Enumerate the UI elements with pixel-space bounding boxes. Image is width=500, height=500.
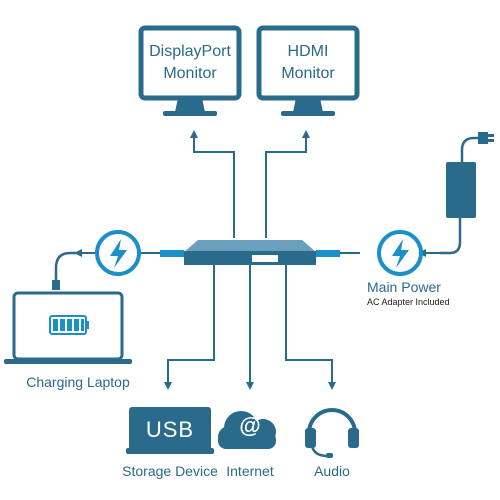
power-connection	[316, 218, 462, 257]
monitor-label-line2: Monitor	[281, 65, 335, 82]
docking-station-icon	[184, 240, 316, 265]
internet-label: Internet	[226, 463, 274, 479]
laptop-battery-icon	[4, 291, 132, 364]
power-adapter-icon	[446, 132, 494, 218]
audio-label: Audio	[314, 463, 350, 479]
displayport-monitor-label: DisplayPort Monitor	[141, 41, 239, 85]
charging-laptop-label: Charging Laptop	[26, 374, 130, 390]
lightning-bolt-icon	[377, 230, 423, 276]
headset-icon	[305, 408, 359, 458]
storage-device-label: Storage Device	[122, 463, 218, 479]
usb-drive-icon	[126, 407, 214, 454]
monitor-label-line2: Monitor	[163, 65, 217, 82]
lightning-bolt-icon	[95, 230, 141, 276]
monitor-connection-lines	[190, 130, 310, 238]
bottom-connection-lines	[164, 265, 336, 390]
monitor-label-line1: HDMI	[287, 43, 329, 60]
at-icon-text: @	[239, 413, 261, 438]
hdmi-monitor-icon	[256, 25, 360, 116]
cloud-icon	[218, 411, 276, 449]
hdmi-monitor-label: HDMI Monitor	[259, 41, 357, 85]
ac-adapter-label: AC Adapter Included	[367, 297, 450, 307]
laptop-connection	[52, 249, 184, 290]
usb-icon-text: USB	[145, 417, 195, 442]
monitor-label-line1: DisplayPort	[149, 43, 231, 60]
main-power-label: Main Power	[367, 279, 441, 295]
displayport-monitor-icon	[138, 25, 242, 116]
